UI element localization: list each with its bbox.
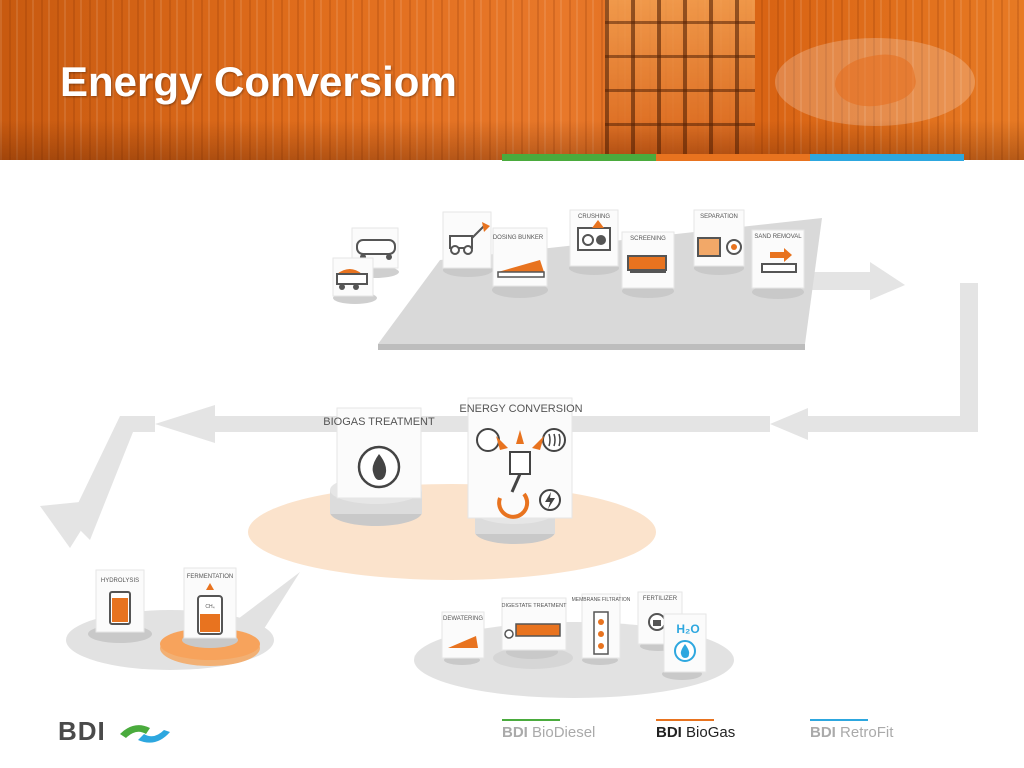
brand-line-biodiesel bbox=[502, 719, 560, 721]
label-digestate-treatment: DIGESTATE TREATMENT bbox=[502, 603, 568, 609]
truck-dump bbox=[332, 257, 377, 304]
bdi-logo-watermark bbox=[775, 38, 975, 126]
brand-line-retrofit bbox=[810, 719, 868, 721]
dewatering-station: DEWATERING bbox=[441, 611, 485, 665]
heat-exchanger-icon bbox=[476, 428, 500, 452]
label-fertilizer: FERTILIZER bbox=[643, 596, 678, 602]
label-crushing: CRUSHING bbox=[578, 214, 610, 220]
label-membrane-filtration: MEMBRANE FILTRATION bbox=[572, 597, 631, 603]
process-diagram: DOSING BUNKER CRUSHING SCREENING SEPARAT… bbox=[40, 209, 978, 698]
accent-bar-orange bbox=[656, 154, 810, 161]
label-separation: SEPARATION bbox=[700, 214, 738, 220]
membrane-filtration-station: MEMBRANE FILTRATION bbox=[572, 593, 631, 665]
brand-biogas: BDI BioGas bbox=[656, 724, 736, 741]
label-screening: SCREENING bbox=[630, 236, 666, 242]
label-hydrolysis: HYDROLYSIS bbox=[101, 578, 139, 584]
label-water: H₂O bbox=[676, 622, 699, 636]
hydrolysis-station: HYDROLYSIS bbox=[88, 569, 152, 643]
crushing-station: CRUSHING bbox=[569, 209, 619, 275]
accent-bar-blue bbox=[810, 154, 964, 161]
energy-conversion-station: ENERGY CONVERSION bbox=[459, 397, 583, 544]
steam-icon bbox=[542, 428, 566, 452]
bdi-logo: BDI bbox=[58, 716, 106, 746]
loader-station bbox=[442, 211, 493, 277]
label-dewatering: DEWATERING bbox=[443, 616, 483, 622]
biogas-treatment-station: BIOGAS TREATMENT bbox=[323, 407, 435, 526]
dosing-bunker-station: DOSING BUNKER bbox=[492, 227, 548, 298]
brand-line-biogas bbox=[656, 719, 714, 721]
bdi-logo-icon bbox=[120, 725, 170, 743]
label-sand-removal: SAND REMOVAL bbox=[754, 234, 802, 240]
brand-retrofit: BDI RetroFit bbox=[810, 724, 894, 741]
sand-removal-station: SAND REMOVAL bbox=[751, 229, 805, 299]
label-biogas-treatment: BIOGAS TREATMENT bbox=[323, 416, 435, 428]
separation-station: SEPARATION bbox=[693, 209, 745, 275]
header-banner bbox=[0, 0, 1024, 160]
digestion-highlight-area bbox=[248, 484, 656, 580]
fermentation-station: FERMENTATION CH₄ bbox=[182, 567, 238, 648]
accent-bar-green bbox=[502, 154, 656, 161]
digestate-treatment-station: DIGESTATE TREATMENT bbox=[501, 597, 568, 659]
label-dosing-bunker: DOSING BUNKER bbox=[493, 235, 544, 241]
slide-title: Energy Conversiom bbox=[60, 58, 457, 105]
engine-piston-icon bbox=[509, 451, 531, 475]
water-station: H₂O bbox=[662, 613, 707, 680]
brand-biodiesel: BDI BioDiesel bbox=[502, 724, 596, 741]
truck-tanker bbox=[351, 227, 399, 278]
label-energy-conversion: ENERGY CONVERSION bbox=[459, 403, 582, 415]
screening-station: SCREENING bbox=[621, 231, 675, 298]
label-fermentation: FERMENTATION bbox=[187, 574, 233, 580]
banner-scaffold-image bbox=[605, 0, 755, 160]
label-ch4: CH₄ bbox=[205, 604, 214, 610]
